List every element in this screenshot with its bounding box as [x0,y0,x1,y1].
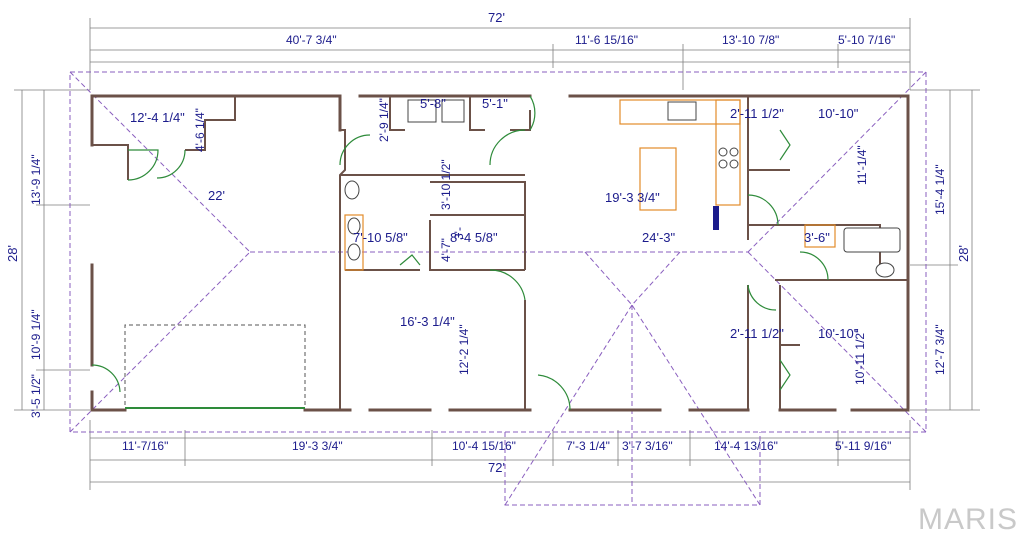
top-dim-4: 5'-10 7/16" [838,33,895,47]
top-dim-3: 13'-10 7/8" [722,33,779,47]
garage-car-outline [124,324,306,405]
roof-outline [69,71,927,506]
right-overall-dim: 28' [956,245,971,262]
left-dimension-lines [14,89,90,411]
top-overall-dim: 72' [488,10,505,25]
bottom-dim-5: 3'-7 3/16" [622,439,673,453]
right-dimension-lines [910,89,980,411]
left-overall-dim: 28' [5,245,20,262]
hall-width-label: 8'-4 5/8" [450,230,498,245]
master-closet-bottom-label: 2'-11 1/2" [730,326,784,341]
bath-b-label: 3'-6" [804,230,830,245]
master-top-width-label: 10'-10" [818,106,859,121]
garage-nook-label: 12'-4 1/4" [130,110,185,125]
hall-a-label: 4'-7" [439,238,453,262]
bath-a-label: 3'-10 1/2" [439,159,453,210]
left-dim-1: 13'-9 1/4" [29,154,43,205]
maris-watermark: MARIS [917,503,1018,536]
laundry-a-label: 5'-8" [420,96,446,111]
bottom-overall-dim: 72' [488,460,505,475]
bedroom-bottom-width-label: 10'-10" [818,326,859,341]
laundry-b-label: 5'-1" [482,96,508,111]
great-room-width-label: 24'-3" [642,230,676,245]
bottom-dim-6: 14'-4 13/16" [714,439,778,453]
garage-depth-label: 22' [208,188,225,203]
bedroom-bottom-depth-label: 10'-11 1/2" [853,329,867,385]
bottom-dimension-lines [89,420,911,490]
door-swings [91,95,829,411]
bedroom-width-label: 16'-3 1/4" [400,314,455,329]
master-top-depth-label: 11'-1/4" [855,145,869,185]
right-dim-1: 15'-4 1/4" [933,164,947,215]
exterior-walls [90,94,910,412]
top-dim-2: 11'-6 15/16" [575,33,638,47]
bottom-dim-3: 10'-4 15/16" [452,439,516,453]
bottom-dim-1: 11'-7/16" [122,439,168,453]
bottom-dim-2: 19'-3 3/4" [292,439,343,453]
kitchen-width-label: 19'-3 3/4" [605,190,660,205]
bottom-dim-7: 5'-11 9/16" [835,439,891,453]
bath-width-label: 7'-10 5/8" [353,230,408,245]
interior-walls [92,96,908,410]
top-dimension-lines [89,18,911,90]
master-closet-top-label: 2'-11 1/2" [730,106,784,121]
hall-b-label: 3'- [452,227,466,240]
fixtures [344,99,901,278]
bedroom-depth-label: 12'-2 1/4" [457,324,471,375]
right-dim-2: 12'-7 3/4" [933,324,947,375]
nook-depth-label: 4'-6 1/4" [193,108,207,152]
left-dim-3: 3'-5 1/2" [29,374,43,418]
left-dim-2: 10'-9 1/4" [29,309,43,360]
closet-a-label: 2'-9 1/4" [377,98,391,142]
top-dim-1: 40'-7 3/4" [286,33,337,47]
bottom-dim-4: 7'-3 1/4" [566,439,610,453]
